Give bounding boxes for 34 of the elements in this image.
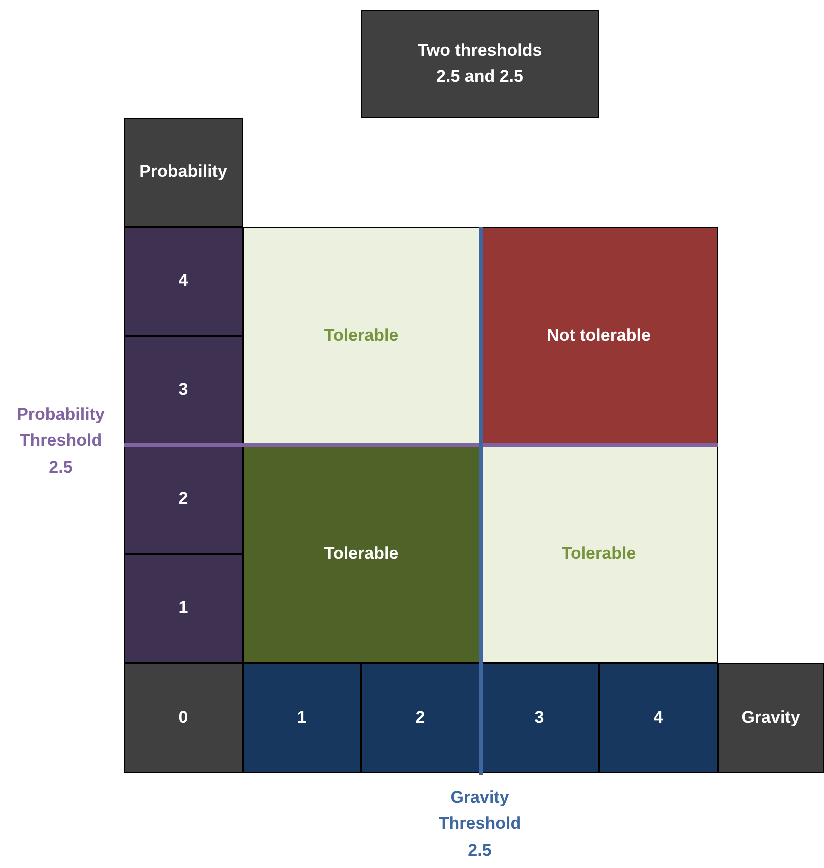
risk-zone	[480, 227, 718, 445]
gravity-level	[599, 663, 718, 773]
cell-text: 1	[178, 597, 188, 620]
cell-text: 4	[654, 706, 664, 729]
gravity-level	[480, 663, 599, 773]
risk-zone	[480, 445, 718, 663]
axis-header	[124, 118, 243, 227]
cell-text: 1	[297, 706, 307, 729]
cell-text: Gravity	[742, 706, 800, 729]
cell-text: Tolerable	[324, 324, 399, 347]
threshold-label: Probability Threshold 2.5	[16, 404, 106, 479]
origin-cell	[124, 663, 243, 773]
cell-text: 2	[178, 488, 188, 510]
cell-text: 2	[416, 706, 426, 729]
cell-text: 0	[178, 706, 188, 729]
axis-header	[718, 663, 824, 773]
cell-text: Probability	[140, 161, 228, 184]
cell-text: Tolerable	[324, 542, 399, 565]
risk-zone	[243, 445, 480, 663]
cell-text: Not tolerable	[547, 324, 651, 347]
probability-level	[124, 336, 243, 445]
gravity-level	[243, 663, 361, 773]
cell-text: Two thresholds 2.5 and 2.5	[416, 40, 544, 88]
risk-zone	[243, 227, 480, 445]
gravity-level	[361, 663, 480, 773]
cell-text: 3	[178, 379, 188, 402]
cell-text: 3	[534, 706, 544, 729]
probability-level	[124, 554, 243, 663]
threshold-label: Gravity Threshold 2.5	[438, 787, 522, 862]
title-box	[361, 10, 599, 118]
probability-level	[124, 445, 243, 554]
probability-level	[124, 227, 243, 336]
cell-text: Tolerable	[562, 542, 636, 565]
cell-text: 4	[178, 270, 188, 292]
